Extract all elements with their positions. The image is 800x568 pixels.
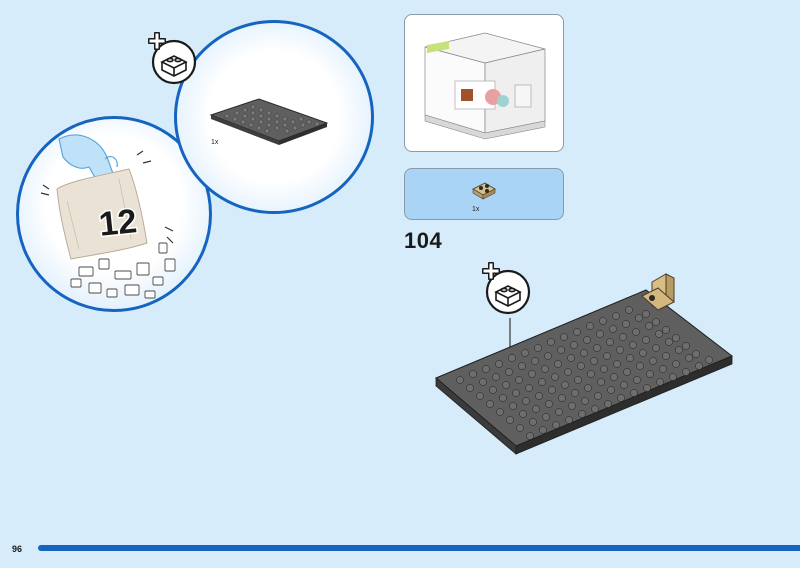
tan-brick-qty: 1x (472, 206, 480, 213)
bag-number: 12 (85, 199, 151, 247)
model-preview-image (424, 32, 546, 140)
plus-brick-icon (148, 32, 197, 85)
step-number: 104 (404, 228, 443, 253)
bag-number-text: 12 (96, 200, 141, 245)
baseplate-part (209, 98, 329, 145)
tan-bracket (641, 273, 675, 311)
tan-brick-part (472, 182, 496, 200)
step-parts-callout: 1x (404, 168, 564, 220)
page-number: 96 (12, 544, 23, 554)
step-illustration (435, 273, 733, 455)
parts-circle: 1x (174, 20, 374, 214)
baseplate-qty: 1x (211, 139, 219, 146)
baseplate (435, 289, 733, 455)
footer-bar (38, 545, 800, 551)
model-preview (404, 14, 564, 152)
bag-illustration (40, 134, 176, 299)
plus-brick-icon (482, 262, 531, 315)
bag-icon (56, 168, 148, 260)
